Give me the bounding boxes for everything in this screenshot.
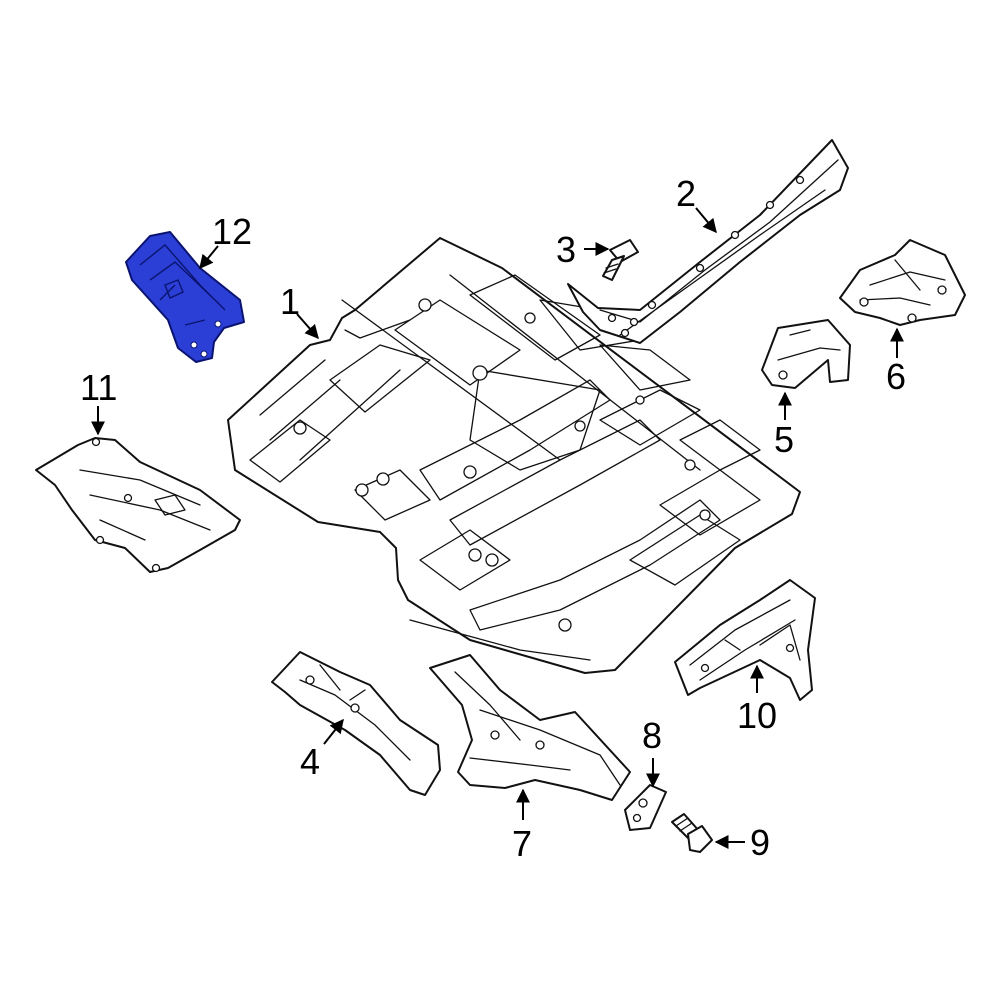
part-10-reinforcement[interactable] <box>674 579 816 701</box>
leader-4 <box>323 718 344 745</box>
part-6-mount[interactable] <box>839 239 966 326</box>
part-9-bolt[interactable] <box>671 813 713 853</box>
part-8-plate[interactable] <box>624 784 667 831</box>
callout-9: 9 <box>750 822 770 863</box>
callout-6: 6 <box>886 356 906 397</box>
callout-10: 10 <box>737 695 777 736</box>
callout-4: 4 <box>300 741 320 782</box>
callout-2: 2 <box>676 173 696 214</box>
leader-2 <box>695 207 717 234</box>
part-4-bracket[interactable] <box>271 651 441 796</box>
leader-1 <box>296 313 319 340</box>
part-11-panel[interactable] <box>35 437 241 573</box>
callout-3: 3 <box>556 229 576 270</box>
part-2-side-rail[interactable] <box>567 139 849 344</box>
part-3-bolt[interactable] <box>602 239 639 281</box>
part-12-shape <box>125 231 245 363</box>
callout-1: 1 <box>280 281 300 322</box>
callout-5: 5 <box>774 419 794 460</box>
callout-11: 11 <box>80 367 117 408</box>
part-7-crossmember[interactable] <box>429 654 631 801</box>
part-12-highlighted-bracket[interactable] <box>125 231 245 363</box>
leader-12 <box>199 245 219 270</box>
callout-7: 7 <box>512 823 532 864</box>
callout-12: 12 <box>212 211 252 252</box>
callout-8: 8 <box>642 715 662 756</box>
part-1-floor-pan[interactable] <box>227 237 801 674</box>
part-5-bracket[interactable] <box>761 319 851 389</box>
